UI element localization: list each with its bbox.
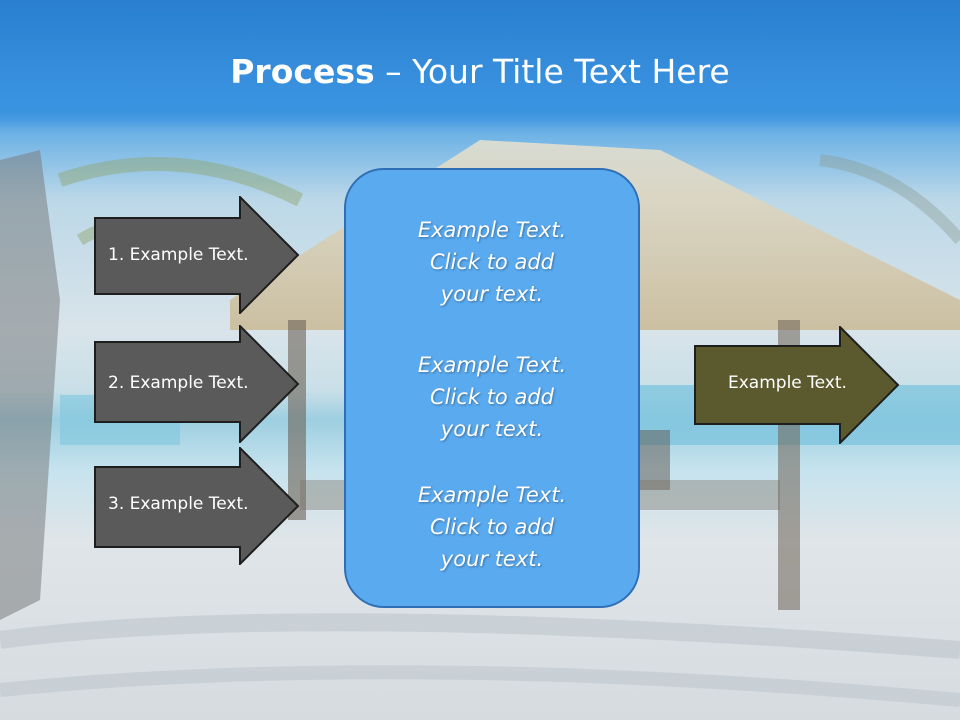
- center-text-3: Example Text. Click to add your text.: [417, 483, 567, 571]
- arrow-right-shape-icon: [94, 445, 300, 567]
- arrow-right-shape-icon: [694, 324, 900, 446]
- title-rest: – Your Title Text Here: [374, 52, 730, 91]
- center-text-box[interactable]: Example Text. Click to add your text. Ex…: [344, 168, 640, 608]
- left-arrow-2[interactable]: 2. Example Text.: [94, 323, 300, 445]
- right-arrow-label: Example Text.: [728, 373, 847, 393]
- title-bar: [0, 0, 960, 128]
- center-text-2: Example Text. Click to add your text.: [417, 353, 567, 441]
- center-text-1: Example Text. Click to add your text.: [417, 218, 567, 306]
- arrow-right-shape-icon: [94, 194, 300, 316]
- right-arrow[interactable]: Example Text.: [694, 324, 900, 446]
- left-arrow-2-label: 2. Example Text.: [108, 373, 249, 393]
- left-arrow-3[interactable]: 3. Example Text.: [94, 445, 300, 567]
- title-bold: Process: [230, 52, 375, 91]
- arrow-right-shape-icon: [94, 323, 300, 445]
- left-arrow-3-label: 3. Example Text.: [108, 494, 249, 514]
- left-arrow-1[interactable]: 1. Example Text.: [94, 194, 300, 316]
- page-title[interactable]: Process – Your Title Text Here: [0, 52, 960, 91]
- left-arrow-1-label: 1. Example Text.: [108, 245, 249, 265]
